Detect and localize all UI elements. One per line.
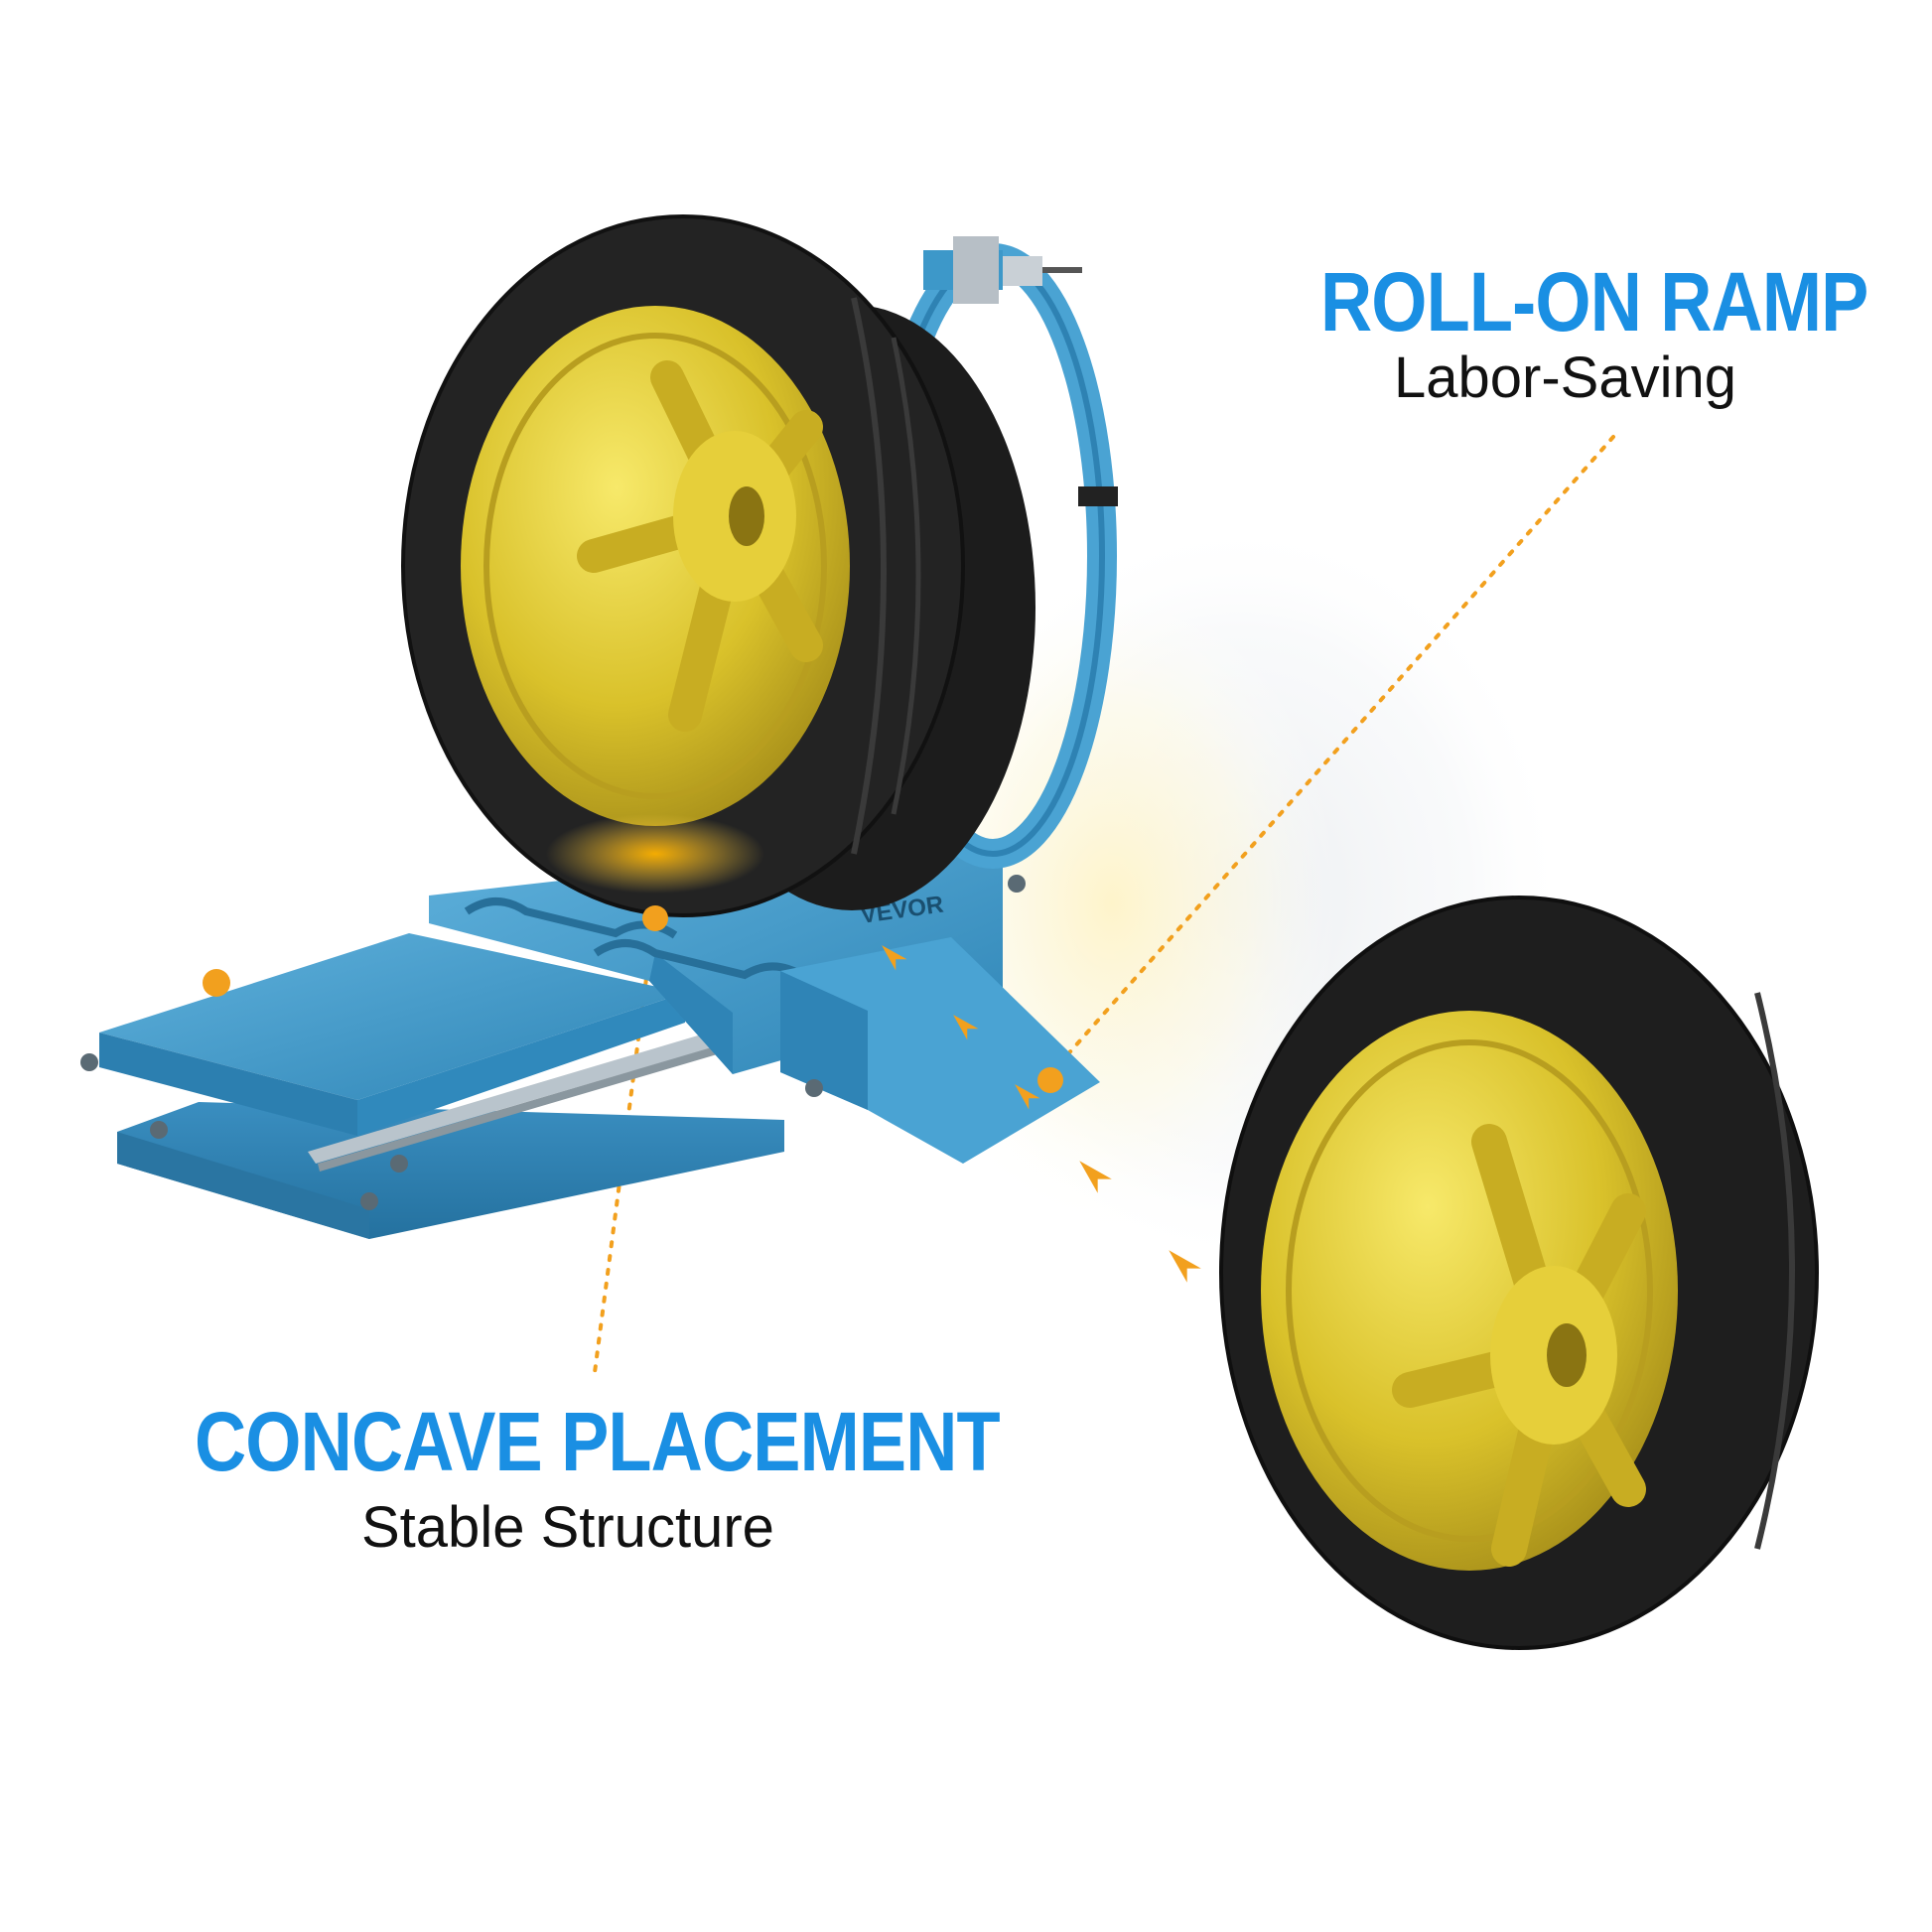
- slide-rail: [308, 1013, 784, 1164]
- callout-dot: [642, 905, 668, 931]
- roll-on-ramp-subtitle: Labor-Saving: [1394, 345, 1736, 410]
- release-knob: [203, 969, 230, 997]
- direction-arrow: [1169, 1250, 1201, 1283]
- slider-top-plate: [99, 933, 685, 1100]
- concave-placement-title: CONCAVE PLACEMENT: [195, 1395, 1001, 1488]
- tire-changer-machine: VEVOR: [80, 834, 1100, 1239]
- direction-arrow: [1015, 1084, 1040, 1110]
- callout-lines: [592, 435, 1615, 1382]
- roll-on-callout-line: [1048, 435, 1615, 1076]
- direction-arrow: [882, 945, 907, 971]
- callout-dot: [1037, 1067, 1063, 1093]
- contact-glow: [546, 814, 764, 894]
- spindle: [1078, 486, 1118, 506]
- mounted-tire: [401, 214, 1035, 917]
- roll-on-ramp: [780, 937, 1100, 1164]
- roll-on-ramp-title: ROLL-ON RAMP: [1320, 255, 1868, 348]
- direction-arrow: [1079, 1161, 1112, 1193]
- direction-arrow: [953, 1015, 979, 1040]
- direction-arrows: [882, 945, 1201, 1283]
- incoming-tire: [1219, 896, 1819, 1650]
- concave-placement-subtitle: Stable Structure: [361, 1495, 774, 1560]
